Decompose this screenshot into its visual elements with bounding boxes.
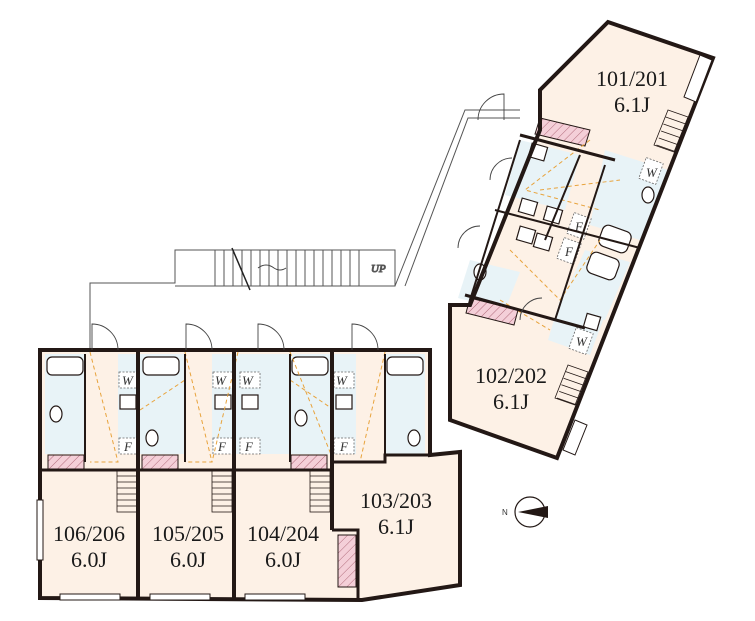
fridge-label: F bbox=[574, 219, 584, 234]
stair-tread bbox=[559, 391, 580, 399]
stair-tread bbox=[561, 384, 582, 393]
washer-label: W bbox=[242, 373, 254, 388]
stair-tread bbox=[556, 397, 578, 406]
unit-103-number: 103/203 bbox=[360, 488, 432, 513]
fridge-label: F bbox=[564, 244, 574, 259]
room-labels: 101/201 6.1J 102/202 6.1J 103/203 6.1J 1… bbox=[53, 66, 668, 572]
stair-tread bbox=[660, 130, 682, 139]
unit-101-size: 6.1J bbox=[614, 92, 651, 117]
upper-building: W F F W bbox=[448, 19, 716, 461]
stair-up-label: UP bbox=[371, 263, 386, 275]
stair-tread bbox=[658, 137, 679, 146]
fridge-label: F bbox=[217, 439, 227, 454]
washer-label: W bbox=[122, 373, 134, 388]
washer-label: W bbox=[646, 165, 658, 180]
unit-106-number: 106/206 bbox=[53, 521, 125, 546]
unit-105-number: 105/205 bbox=[152, 521, 224, 546]
stair-tread bbox=[663, 123, 684, 132]
stair-tread bbox=[665, 116, 686, 125]
fridge-label: F bbox=[244, 439, 254, 454]
lower-building: W F W F W F W F bbox=[36, 323, 462, 603]
compass-north-label: N bbox=[502, 508, 508, 517]
compass-icon: N bbox=[502, 496, 548, 528]
stair-tread bbox=[565, 371, 586, 379]
unit-102-number: 102/202 bbox=[475, 363, 547, 388]
stair-tread bbox=[656, 144, 677, 153]
washer-label: W bbox=[215, 373, 227, 388]
unit-101-number: 101/201 bbox=[596, 66, 668, 91]
fridge-label: F bbox=[339, 439, 349, 454]
exterior-stair: UP bbox=[89, 109, 520, 348]
unit-104-size: 6.0J bbox=[265, 547, 302, 572]
unit-106-size: 6.0J bbox=[71, 547, 108, 572]
washer-label: W bbox=[576, 334, 588, 349]
unit-102-size: 6.1J bbox=[493, 389, 530, 414]
unit-104-number: 104/204 bbox=[247, 521, 319, 546]
stair-tread bbox=[563, 377, 584, 386]
unit-103-size: 6.1J bbox=[378, 514, 415, 539]
fridge-label: F bbox=[123, 439, 133, 454]
washer-label: W bbox=[336, 373, 348, 388]
unit-105-size: 6.0J bbox=[170, 547, 207, 572]
